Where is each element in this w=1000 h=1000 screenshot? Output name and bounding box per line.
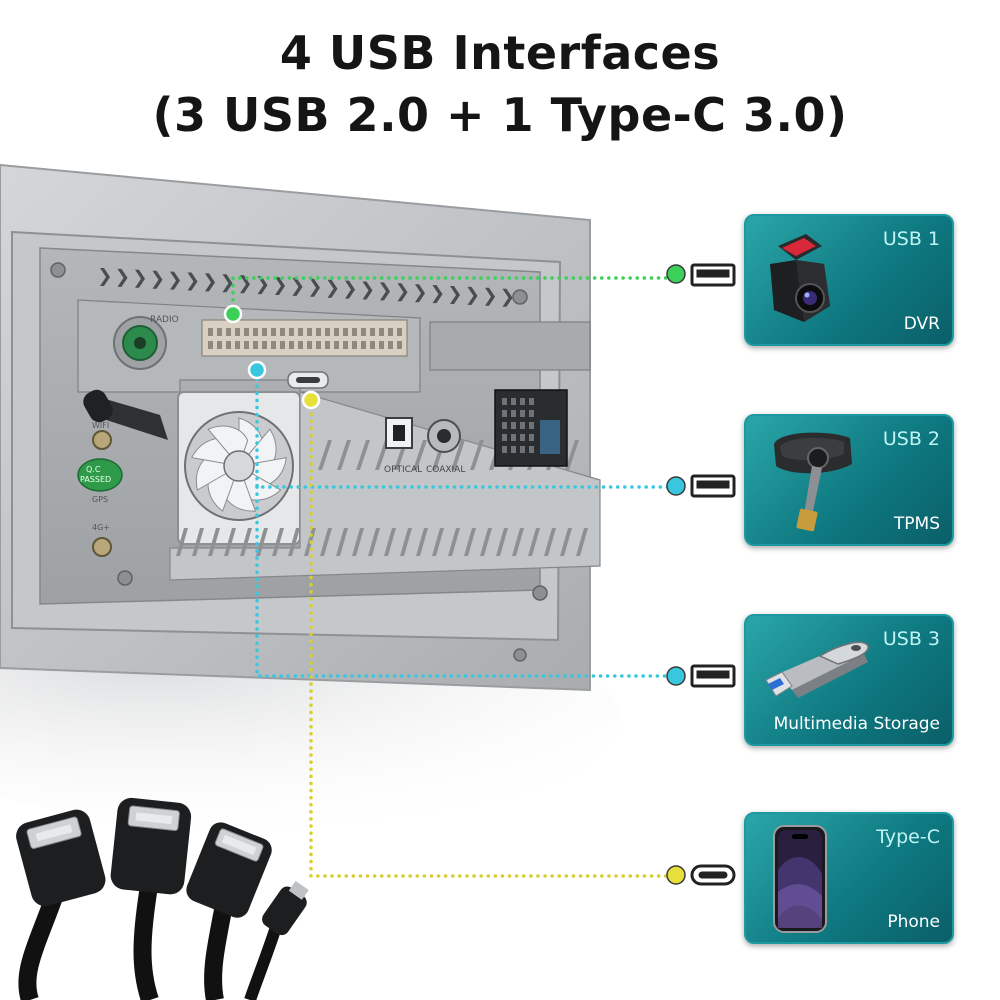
card-typec: Type-C Phone bbox=[744, 812, 954, 944]
usb-a-port-icon bbox=[690, 474, 736, 498]
title-line-1: 4 USB Interfaces bbox=[279, 26, 721, 80]
lte-label: 4G+ bbox=[92, 523, 110, 532]
card-device-label: Multimedia Storage bbox=[773, 714, 940, 734]
smartphone-icon bbox=[773, 825, 827, 933]
card-port-label: Type-C bbox=[876, 826, 940, 848]
wifi-label: WIFI bbox=[92, 421, 109, 430]
page-title: 4 USB Interfaces (3 USB 2.0 + 1 Type-C 3… bbox=[0, 22, 1000, 146]
usb-cables-photo bbox=[16, 797, 309, 1000]
dot-usb-source bbox=[247, 360, 267, 380]
optical-label: OPTICAL bbox=[384, 465, 422, 475]
card-device-label: TPMS bbox=[893, 514, 940, 534]
dot-typec-end bbox=[666, 865, 686, 885]
card-port-label: USB 1 bbox=[882, 228, 940, 250]
gps-lte-connectors bbox=[77, 430, 123, 557]
top-vents bbox=[100, 268, 513, 307]
usb-a-port-icon bbox=[690, 263, 736, 287]
harness-connector bbox=[494, 389, 568, 467]
wifi-antenna bbox=[83, 389, 168, 440]
dot-usb2-end bbox=[666, 476, 686, 496]
dot-usb3-end bbox=[666, 666, 686, 686]
line-usb3 bbox=[255, 485, 678, 678]
usb-flash-drive-icon bbox=[765, 641, 869, 698]
card-usb1: USB 1 DVR bbox=[744, 214, 954, 346]
gps-label: GPS bbox=[92, 495, 108, 504]
card-device-label: DVR bbox=[903, 314, 940, 334]
title-line-2: (3 USB 2.0 + 1 Type-C 3.0) bbox=[152, 88, 848, 142]
card-usb2: USB 2 TPMS bbox=[744, 414, 954, 546]
usb-c-port-icon bbox=[690, 864, 736, 886]
unit-typec-port bbox=[287, 371, 329, 389]
radio-label: RADIO bbox=[150, 315, 179, 325]
radio-antenna-port bbox=[113, 316, 167, 370]
coaxial-label: COAXIAL bbox=[426, 465, 465, 475]
dot-usb1-source bbox=[223, 304, 243, 324]
qc-label: Q.C bbox=[86, 465, 101, 474]
endpoint-dots bbox=[666, 264, 686, 885]
connection-lines bbox=[231, 276, 678, 878]
screws bbox=[50, 262, 548, 662]
dot-usb1-end bbox=[666, 264, 686, 284]
cooling-fan bbox=[177, 391, 301, 545]
dashcam-icon bbox=[770, 234, 830, 322]
card-port-label: USB 3 bbox=[882, 628, 940, 650]
passed-label: PASSED bbox=[80, 475, 111, 484]
audio-ports bbox=[385, 417, 461, 453]
cooling-fins bbox=[169, 391, 601, 581]
usb-a-port-icon bbox=[690, 664, 736, 688]
card-port-label: USB 2 bbox=[882, 428, 940, 450]
dot-typec-source bbox=[301, 390, 321, 410]
line-typec bbox=[309, 398, 678, 878]
wiring-connectors bbox=[201, 319, 591, 371]
unit-dots bbox=[223, 304, 321, 410]
card-usb3: USB 3 Multimedia Storage bbox=[744, 614, 954, 746]
card-device-label: Phone bbox=[887, 912, 940, 932]
tpms-sensor-icon bbox=[774, 432, 852, 532]
line-usb1 bbox=[231, 276, 678, 316]
